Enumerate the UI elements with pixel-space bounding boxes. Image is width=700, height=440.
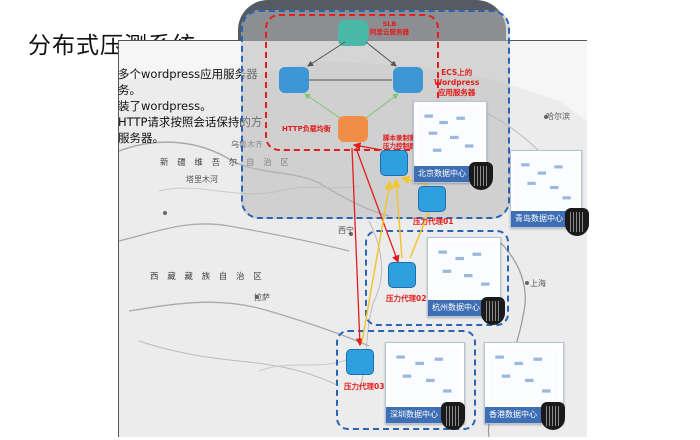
slb-label-line: SLB	[382, 20, 397, 28]
map-label-lhasa: 拉萨	[254, 293, 270, 302]
cloud-icon	[338, 20, 368, 46]
http-lb-label: HTTP负载均衡	[282, 125, 331, 133]
hangzhou-group-box	[365, 230, 509, 326]
map-label-xining: 西宁	[338, 226, 354, 235]
arrow-lb-to-agent03	[351, 147, 364, 347]
datacenter-card-qingdao: 青岛数据中心	[510, 150, 582, 228]
script-label-line: 压力控制器	[383, 142, 416, 150]
arrow-slb-to-ecs-right	[365, 41, 397, 67]
server-icon	[393, 67, 423, 93]
script-controller-label: 脚本录制客户端 压力控制器	[383, 134, 429, 150]
cloud-agent-icon	[388, 262, 416, 288]
datacenter-thumbnail	[515, 155, 577, 209]
map-border	[119, 223, 350, 252]
arrow-agent02-side	[409, 202, 434, 259]
datacenter-card-shenzhen: 深圳数据中心	[385, 342, 465, 424]
map-border	[138, 340, 340, 387]
bullet-line: 多个wordpress应用服务器	[118, 67, 258, 81]
arrow-lb-to-agent02	[355, 147, 400, 264]
server-rack-icon	[565, 208, 589, 236]
city-dot	[349, 232, 353, 236]
cloud-agent-icon	[380, 150, 408, 176]
arrow-agent03-up	[361, 180, 394, 343]
map-label-shanghai: 上海	[530, 279, 546, 288]
slb-label-line: 阿里云服务器	[370, 28, 409, 36]
slb-label: SLB 阿里云服务器	[370, 20, 409, 36]
city-dot	[255, 295, 259, 299]
ecs-label-line: Wordpress	[434, 78, 480, 87]
map-label-tibet: 西 藏 藏 族 自 治 区	[150, 272, 265, 282]
city-dot	[163, 211, 167, 215]
shenzhen-group-box	[336, 330, 476, 430]
arrow-controller-to-lb	[352, 142, 383, 151]
datacenter-thumbnail	[390, 347, 460, 407]
cluster-region-box	[241, 10, 510, 219]
map-river	[258, 358, 350, 372]
bullet-line: HTTP请求按照会话保持的方	[118, 115, 263, 129]
city-dot	[544, 115, 548, 119]
bullet-line: 服务器。	[118, 131, 164, 145]
slide-bullet-list: 多个wordpress应用服务器 务。 装了wordpress。 HTTP请求按…	[118, 66, 262, 146]
load-balancer-icon	[338, 116, 368, 142]
server-rack-icon	[469, 162, 493, 190]
server-rack-icon	[441, 402, 465, 430]
datacenter-card-beijing: 北京数据中心	[413, 101, 487, 183]
ecs-label-line: ECS上的	[441, 68, 473, 77]
server-rack-icon	[541, 402, 565, 430]
map-label-harbin: 哈尔滨	[546, 112, 570, 121]
script-label-line: 脚本录制客户端	[383, 134, 429, 142]
city-dot	[525, 281, 529, 285]
map-label-xinjiang: 新 疆 维 吾 尔 自 治 区	[160, 158, 292, 168]
agent-label: 压力代理03	[344, 382, 385, 391]
datacenter-thumbnail	[432, 242, 496, 300]
agent-label: 压力代理01	[413, 217, 454, 226]
arrow-slb-to-ecs-left	[307, 41, 346, 67]
arrow-agent02-up	[392, 178, 403, 259]
arrow-lb-to-ecs-left	[304, 93, 341, 119]
datacenter-label: 青岛数据中心	[511, 211, 581, 227]
datacenter-thumbnail	[418, 106, 482, 166]
ecs-label-line: 应用服务器	[437, 88, 476, 97]
server-rack-icon	[481, 297, 505, 325]
datacenter-card-hangzhou: 杭州数据中心	[427, 237, 501, 317]
datacenter-thumbnail	[489, 347, 559, 407]
cloud-agent-icon	[418, 186, 446, 212]
agent-label: 压力代理02	[386, 294, 427, 303]
datacenter-label: 北京数据中心	[414, 166, 486, 182]
server-icon	[279, 67, 309, 93]
ecs-label: ECS上的 Wordpress 应用服务器	[434, 68, 479, 98]
bullet-line: 务。	[118, 83, 141, 97]
bullet-line: 装了wordpress。	[118, 99, 212, 113]
map-label-tarim: 塔里木河	[186, 175, 218, 184]
cloud-agent-icon	[346, 349, 374, 375]
arrow-lb-to-ecs-right	[365, 93, 399, 119]
